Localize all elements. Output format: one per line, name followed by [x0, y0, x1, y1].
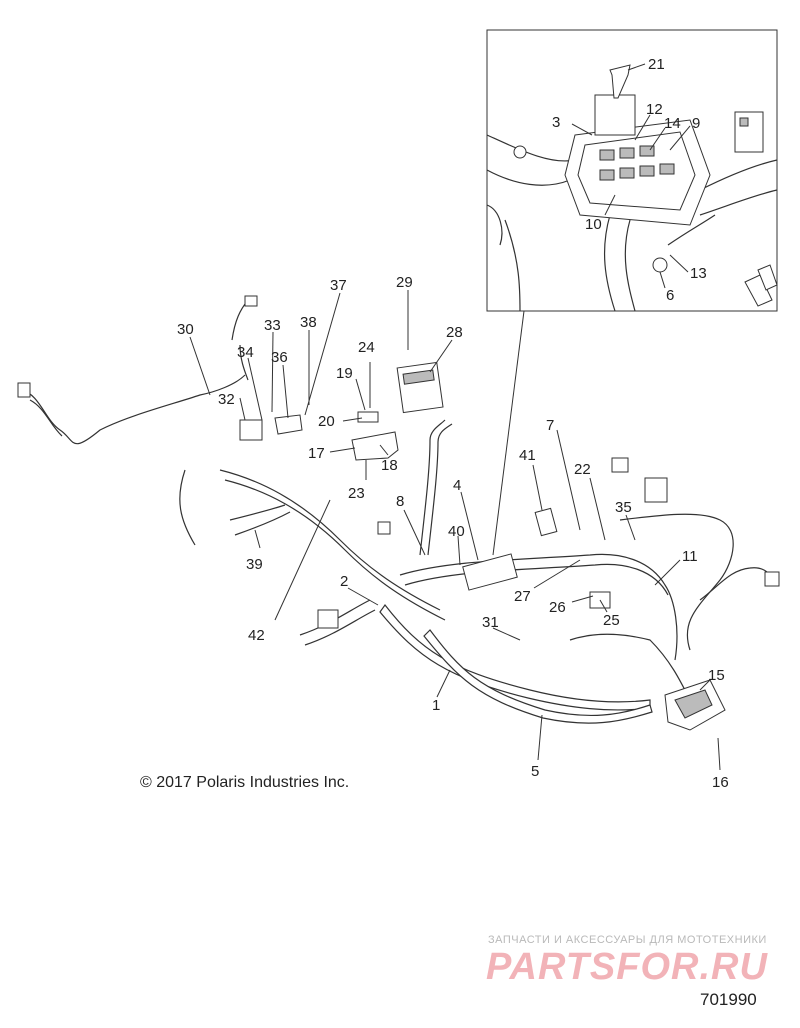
- callout-12: 12: [646, 101, 663, 118]
- callout-9: 9: [692, 115, 700, 132]
- components: [17, 295, 780, 731]
- callout-8: 8: [396, 493, 404, 510]
- callout-13: 13: [690, 265, 707, 282]
- callout-28: 28: [446, 324, 463, 341]
- callout-34: 34: [237, 344, 254, 361]
- callout-14: 14: [664, 115, 681, 132]
- leader-lines: [189, 290, 721, 771]
- callout-32: 32: [218, 391, 235, 408]
- callout-17: 17: [308, 445, 325, 462]
- callout-25: 25: [603, 612, 620, 629]
- watermark-logo: PARTSFOR.RU: [486, 946, 768, 988]
- callout-16: 16: [712, 774, 729, 791]
- callout-labels: 21 12 3 14 9 10 13 6 29 37 30 33 38 28 3…: [177, 56, 729, 791]
- main-harness: [21, 299, 776, 724]
- callout-22: 22: [574, 461, 591, 478]
- callout-20: 20: [318, 413, 335, 430]
- callout-24: 24: [358, 339, 375, 356]
- callout-15: 15: [708, 667, 725, 684]
- callout-4: 4: [453, 477, 461, 494]
- callout-41: 41: [519, 447, 536, 464]
- callout-36: 36: [271, 349, 288, 366]
- callout-30: 30: [177, 321, 194, 338]
- callout-10: 10: [585, 216, 602, 233]
- callout-6: 6: [666, 287, 674, 304]
- callout-23: 23: [348, 485, 365, 502]
- callout-27: 27: [514, 588, 531, 605]
- callout-38: 38: [300, 314, 317, 331]
- callout-35: 35: [615, 499, 632, 516]
- callout-26: 26: [549, 599, 566, 616]
- callout-19: 19: [336, 365, 353, 382]
- callout-2: 2: [340, 573, 348, 590]
- watermark-caption: ЗАПЧАСТИ И АКСЕССУАРЫ ДЛЯ МОТОТЕХНИКИ: [488, 934, 767, 946]
- drawing-number: 701990: [700, 990, 757, 1009]
- inset-leader: [492, 310, 525, 556]
- callout-11: 11: [682, 548, 698, 565]
- callout-40: 40: [448, 523, 465, 540]
- callout-18: 18: [381, 457, 398, 474]
- callout-42: 42: [248, 627, 265, 644]
- inset-detail: [486, 29, 778, 312]
- callout-33: 33: [264, 317, 281, 334]
- callout-5: 5: [531, 763, 539, 780]
- copyright-notice: © 2017 Polaris Industries Inc.: [140, 774, 350, 791]
- callout-21: 21: [648, 56, 665, 73]
- callout-29: 29: [396, 274, 413, 291]
- callout-1: 1: [432, 697, 440, 714]
- callout-37: 37: [330, 277, 347, 294]
- callout-7: 7: [546, 417, 554, 434]
- callout-3: 3: [552, 114, 560, 131]
- callout-39: 39: [246, 556, 263, 573]
- callout-31: 31: [482, 614, 499, 631]
